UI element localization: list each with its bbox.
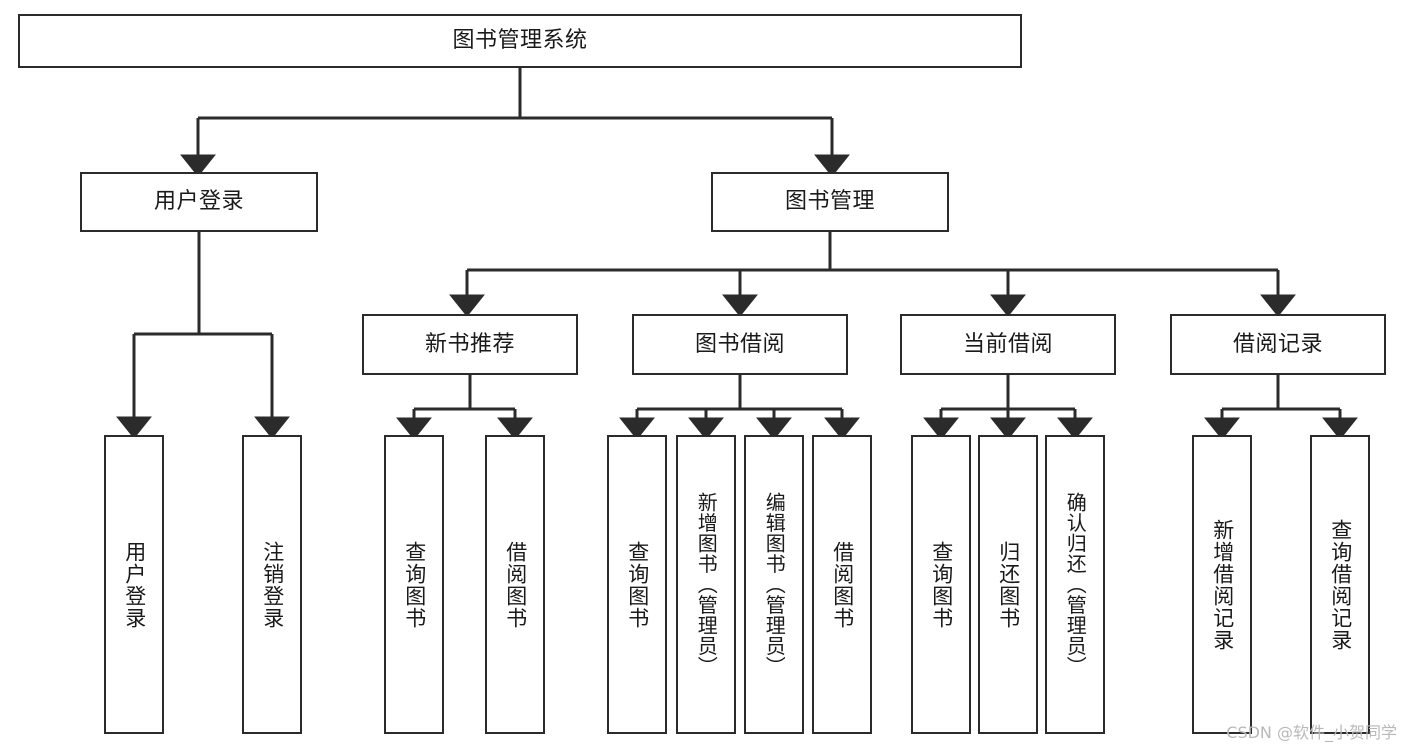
node-book-borrow[interactable]: 图书借阅	[632, 314, 848, 375]
node-borrow-record[interactable]: 借阅记录	[1170, 314, 1386, 375]
node-new-book-recommend-label: 新书推荐	[424, 331, 515, 357]
node-book-management[interactable]: 图书管理	[711, 172, 949, 232]
node-leaf-borrow-book-recommend[interactable]: 借阅图书	[485, 435, 545, 734]
node-leaf-borrow-book[interactable]: 借阅图书	[812, 435, 872, 734]
node-new-book-recommend[interactable]: 新书推荐	[362, 314, 578, 375]
node-book-management-label: 图书管理	[784, 189, 875, 215]
node-leaf-borrow-book-label: 借阅图书	[830, 540, 855, 629]
node-leaf-return-book-label: 归还图书	[996, 540, 1021, 629]
node-leaf-add-borrow-record-label: 新增借阅记录	[1210, 518, 1235, 651]
node-book-borrow-label: 图书借阅	[694, 331, 785, 357]
node-leaf-edit-book-admin-label: 编辑图书（管理员）	[762, 492, 787, 677]
node-leaf-add-book-admin[interactable]: 新增图书（管理员）	[676, 435, 736, 734]
node-root[interactable]: 图书管理系统	[18, 14, 1022, 68]
node-leaf-confirm-return-admin[interactable]: 确认归还（管理员）	[1045, 435, 1105, 734]
node-leaf-search-book-current[interactable]: 查询图书	[911, 435, 971, 734]
node-leaf-confirm-return-admin-label: 确认归还（管理员）	[1063, 492, 1088, 677]
node-leaf-add-borrow-record[interactable]: 新增借阅记录	[1192, 435, 1252, 734]
node-leaf-search-book-recommend-label: 查询图书	[402, 540, 427, 629]
node-leaf-borrow-book-recommend-label: 借阅图书	[503, 540, 528, 629]
node-current-borrow-label: 当前借阅	[962, 331, 1053, 357]
node-user-login[interactable]: 用户登录	[80, 172, 318, 232]
node-leaf-add-book-admin-label: 新增图书（管理员）	[694, 492, 719, 677]
node-leaf-logout-label: 注销登录	[260, 540, 285, 629]
node-leaf-logout[interactable]: 注销登录	[242, 435, 302, 734]
watermark: CSDN @软件_小贺同学	[1226, 723, 1397, 742]
node-leaf-search-book-current-label: 查询图书	[929, 540, 954, 629]
node-leaf-return-book[interactable]: 归还图书	[978, 435, 1038, 734]
node-leaf-search-borrow-record[interactable]: 查询借阅记录	[1310, 435, 1370, 734]
node-current-borrow[interactable]: 当前借阅	[900, 314, 1116, 375]
node-leaf-edit-book-admin[interactable]: 编辑图书（管理员）	[744, 435, 804, 734]
node-leaf-search-book-recommend[interactable]: 查询图书	[384, 435, 444, 734]
node-leaf-search-book-borrow[interactable]: 查询图书	[607, 435, 667, 734]
node-leaf-user-login[interactable]: 用户登录	[104, 435, 164, 734]
node-leaf-search-borrow-record-label: 查询借阅记录	[1328, 518, 1353, 651]
node-leaf-user-login-label: 用户登录	[122, 540, 147, 629]
node-root-label: 图书管理系统	[452, 28, 588, 54]
node-user-login-label: 用户登录	[153, 189, 244, 215]
node-borrow-record-label: 借阅记录	[1232, 331, 1323, 357]
node-leaf-search-book-borrow-label: 查询图书	[625, 540, 650, 629]
